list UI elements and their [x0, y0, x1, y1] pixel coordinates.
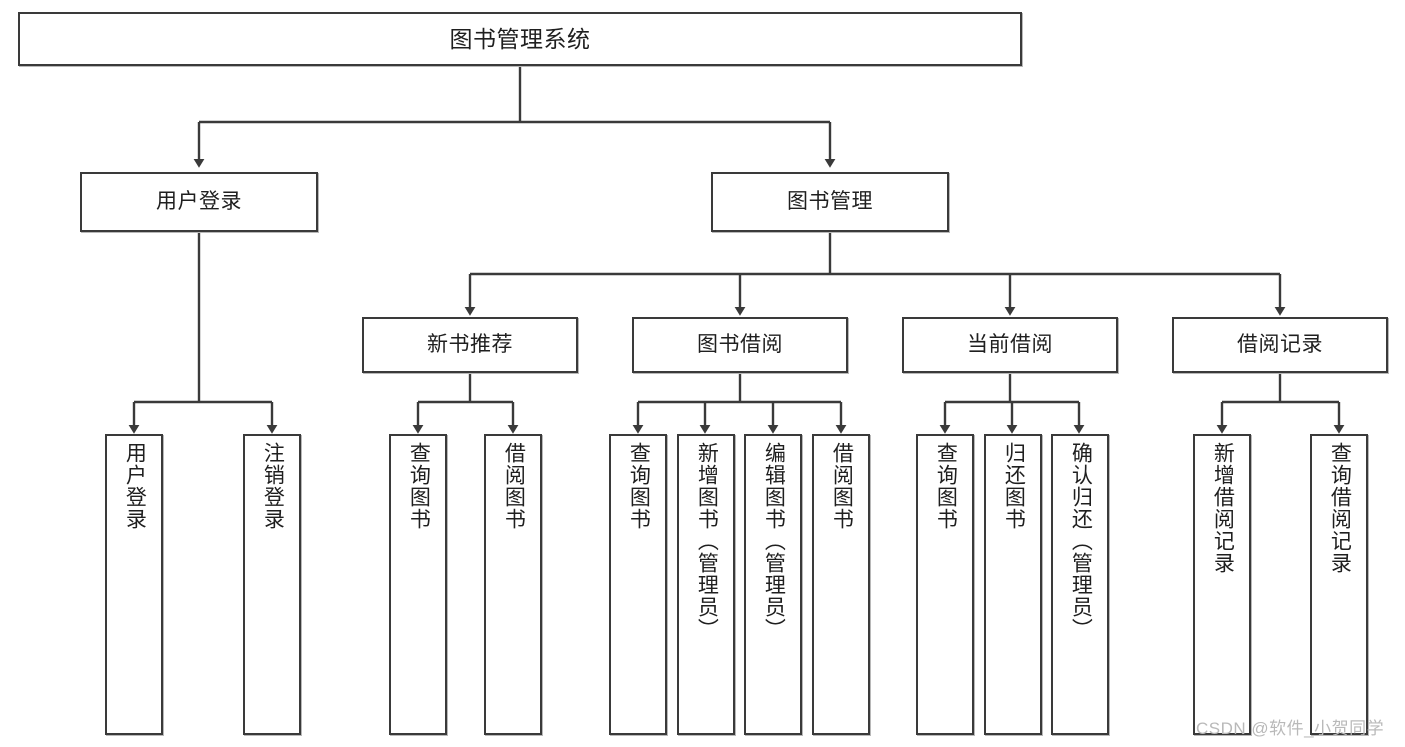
node-leaf-logout-login[interactable]: 注销登录	[243, 434, 301, 735]
node-leaf-user-login[interactable]: 用户登录	[105, 434, 163, 735]
node-leaf-borrow-book[interactable]: 借阅图书	[812, 434, 870, 735]
node-label: 借阅记录	[1237, 332, 1323, 356]
node-leaf-borrow-book-recommend[interactable]: 借阅图书	[484, 434, 542, 735]
node-label: 当前借阅	[967, 332, 1053, 356]
node-label: 新书推荐	[427, 332, 513, 356]
node-user-login[interactable]: 用户登录	[80, 172, 318, 232]
node-leaf-edit-book[interactable]: 编辑图书（管理员）	[744, 434, 802, 735]
node-label: 查询图书	[627, 442, 651, 530]
node-label: 用户登录	[123, 442, 147, 530]
node-label: 借阅图书	[502, 442, 526, 530]
node-label: 新增借阅记录	[1211, 442, 1235, 574]
node-label: 用户登录	[156, 189, 242, 213]
node-book-borrow[interactable]: 图书借阅	[632, 317, 848, 373]
node-leaf-confirm-return[interactable]: 确认归还（管理员）	[1051, 434, 1109, 735]
node-label: 确认归还（管理员）	[1069, 442, 1093, 640]
node-label: 新增图书（管理员）	[695, 442, 719, 640]
node-label: 图书管理	[787, 189, 873, 213]
node-leaf-query-book-borrow[interactable]: 查询图书	[609, 434, 667, 735]
node-current-borrow[interactable]: 当前借阅	[902, 317, 1118, 373]
node-label: 查询借阅记录	[1328, 442, 1352, 574]
node-root-book-management-system[interactable]: 图书管理系统	[18, 12, 1022, 66]
node-label: 归还图书	[1002, 442, 1026, 530]
node-leaf-query-book-recommend[interactable]: 查询图书	[389, 434, 447, 735]
node-leaf-query-book-current[interactable]: 查询图书	[916, 434, 974, 735]
node-leaf-query-borrow-record[interactable]: 查询借阅记录	[1310, 434, 1368, 735]
node-label: 注销登录	[261, 442, 285, 530]
node-label: 查询图书	[407, 442, 431, 530]
node-leaf-return-book[interactable]: 归还图书	[984, 434, 1042, 735]
node-label: 借阅图书	[830, 442, 854, 530]
node-label: 图书借阅	[697, 332, 783, 356]
node-label: 查询图书	[934, 442, 958, 530]
node-label: 编辑图书（管理员）	[762, 442, 786, 640]
node-leaf-add-book[interactable]: 新增图书（管理员）	[677, 434, 735, 735]
node-borrow-record[interactable]: 借阅记录	[1172, 317, 1388, 373]
node-label: 图书管理系统	[449, 25, 591, 52]
node-book-management[interactable]: 图书管理	[711, 172, 949, 232]
watermark: CSDN @软件_小贺同学	[1196, 719, 1385, 738]
node-leaf-add-borrow-record[interactable]: 新增借阅记录	[1193, 434, 1251, 735]
node-new-book-recommend[interactable]: 新书推荐	[362, 317, 578, 373]
